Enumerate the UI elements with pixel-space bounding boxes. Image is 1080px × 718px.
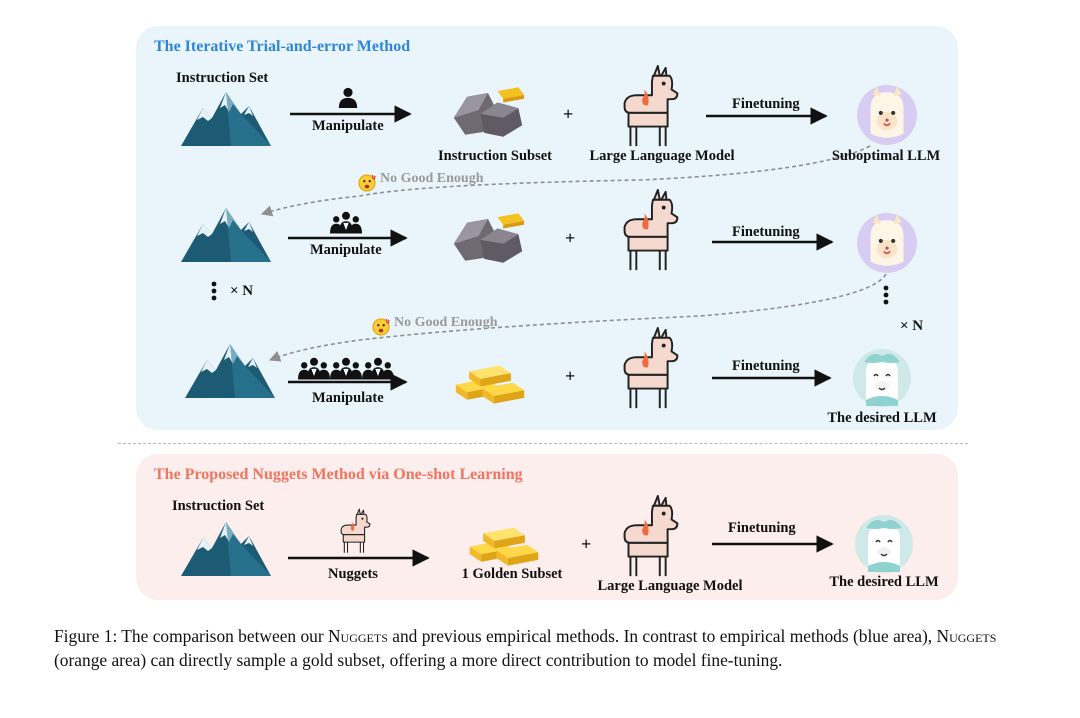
feedback-label-2: No Good Enough — [394, 315, 498, 330]
plus-sign: + — [563, 104, 574, 124]
suboptimal-llm-label: Suboptimal LLM — [831, 148, 941, 164]
group-icon-a — [298, 357, 330, 380]
golden-subset-label: 1 Golden Subset — [461, 566, 563, 582]
manipulate-label-2: Manipulate — [310, 242, 382, 258]
caption-nuggets-1: Nuggets — [328, 626, 388, 646]
instruction-set-mountain-icon — [181, 92, 271, 146]
instruction-set-mountain-icon-2 — [181, 208, 271, 262]
finetuning-label-4: Finetuning — [728, 520, 796, 536]
panel-divider — [118, 443, 968, 444]
repeat-label-right: × N — [900, 318, 924, 334]
repeat-dots-right — [883, 285, 889, 305]
figure-caption: Figure 1: The comparison between our Nug… — [54, 624, 1034, 672]
finetuning-label: Finetuning — [732, 96, 800, 112]
caption-part-2: and previous empirical methods. In contr… — [387, 626, 937, 646]
instruction-subset-rocks-icon-2 — [453, 213, 525, 263]
manipulate-label-3: Manipulate — [312, 390, 384, 406]
instruction-subset-rocks-icon — [453, 87, 525, 137]
manipulate-label: Manipulate — [312, 118, 384, 134]
repeat-dots-left — [211, 281, 217, 301]
shocked-emoji-icon-2 — [372, 318, 390, 336]
single-person-icon — [338, 87, 358, 108]
caption-nuggets-2: Nuggets — [936, 626, 997, 646]
feedback-label: No Good Enough — [380, 171, 484, 186]
llm-label: Large Language Model — [589, 148, 735, 164]
gold-subset-icon — [455, 365, 525, 404]
trial-and-error-panel — [136, 26, 958, 430]
bottom-panel-title: The Proposed Nuggets Method via One-shot… — [154, 466, 523, 483]
instruction-set-mountain-icon-3 — [185, 344, 275, 398]
llm-llama-icon — [623, 64, 679, 148]
desired-llm-label-2: The desired LLM — [829, 574, 939, 590]
group-icon-b — [330, 357, 362, 380]
nuggets-method-panel — [136, 454, 958, 600]
caption-part-1: Figure 1: The comparison between our — [54, 626, 328, 646]
plus-sign-4: + — [581, 534, 592, 554]
desired-llm-alpaca-icon-2 — [854, 514, 914, 574]
caption-part-3: (orange area) can directly sample a gold… — [54, 650, 783, 670]
group-icon — [330, 211, 362, 234]
plus-sign-2: + — [565, 228, 576, 248]
golden-subset-gold-icon — [469, 527, 539, 566]
instruction-set-label-2: Instruction Set — [172, 498, 265, 514]
top-panel-title: The Iterative Trial-and-error Method — [154, 38, 411, 55]
nuggets-label: Nuggets — [328, 566, 378, 582]
suboptimal-llm-alpaca-icon-2 — [856, 212, 918, 274]
llm-llama-icon-4 — [623, 494, 679, 578]
feedback-arrow-1 — [260, 145, 871, 217]
instruction-set-label: Instruction Set — [176, 70, 269, 86]
llm-llama-icon-2 — [623, 188, 679, 272]
finetuning-label-3: Finetuning — [732, 358, 800, 374]
repeat-label-left: × N — [230, 283, 254, 299]
shocked-emoji-icon — [358, 174, 376, 192]
finetuning-label-2: Finetuning — [732, 224, 800, 240]
llm-label-2: Large Language Model — [597, 578, 743, 594]
plus-sign-3: + — [565, 366, 576, 386]
feedback-arrow-2 — [268, 273, 887, 362]
desired-llm-label: The desired LLM — [827, 410, 937, 426]
desired-llm-alpaca-icon — [852, 348, 912, 408]
instruction-set-mountain-icon-4 — [181, 522, 271, 576]
nuggets-llama-icon — [340, 508, 371, 554]
llm-llama-icon-3 — [623, 326, 679, 410]
suboptimal-llm-alpaca-icon — [856, 84, 918, 146]
group-icon-c — [362, 357, 394, 380]
instruction-subset-label: Instruction Subset — [437, 148, 553, 164]
